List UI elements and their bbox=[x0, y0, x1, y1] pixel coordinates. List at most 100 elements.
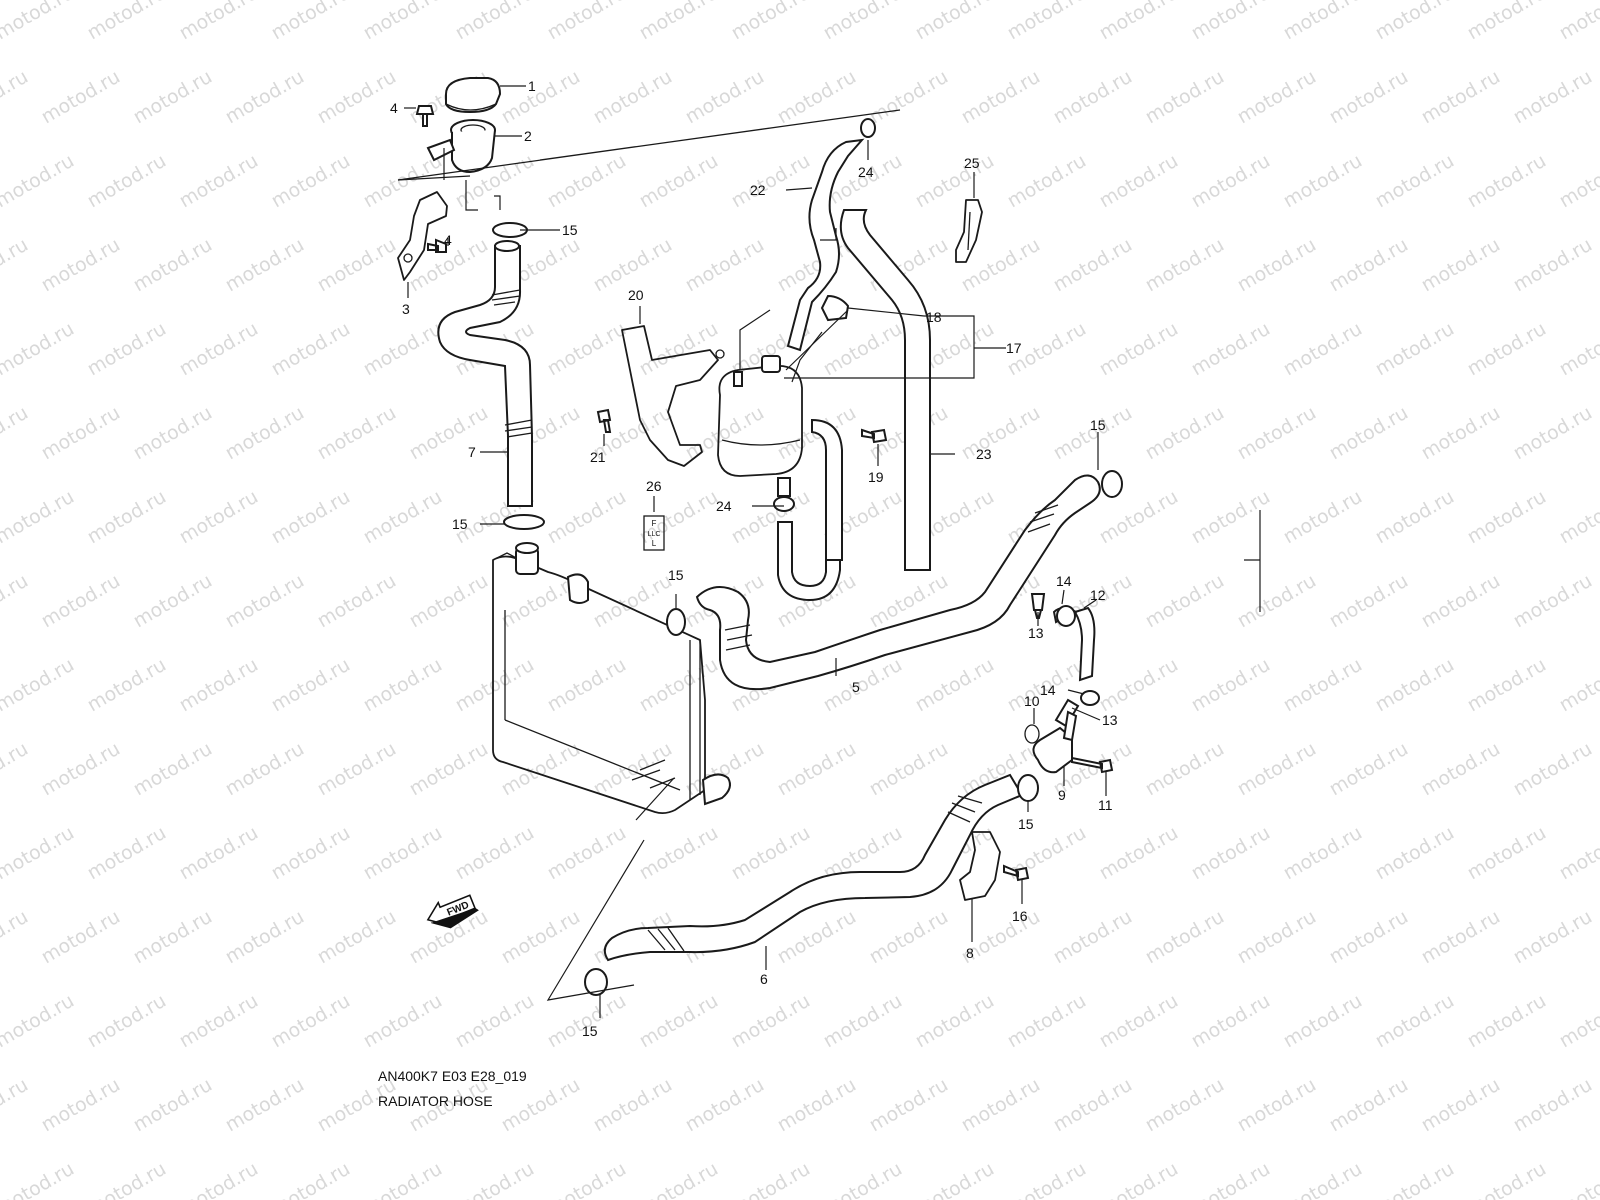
callout-c20: 20 bbox=[628, 287, 644, 303]
watermark-text: motod.ru bbox=[1142, 906, 1228, 969]
watermark-text: motod.ru bbox=[958, 1074, 1044, 1137]
watermark-text: motod.ru bbox=[866, 738, 952, 801]
radiator-inlet-hose bbox=[437, 240, 533, 507]
watermark-text: motod.ru bbox=[636, 822, 722, 885]
watermark-text: motod.ru bbox=[0, 486, 78, 549]
callout-c15b: 15 bbox=[452, 516, 468, 532]
watermark-text: motod.ru bbox=[176, 822, 262, 885]
watermark-text: motod.ru bbox=[130, 738, 216, 801]
watermark-text: motod.ru bbox=[1372, 822, 1458, 885]
watermark-text: motod.ru bbox=[774, 1074, 860, 1137]
watermark-text: motod.ru bbox=[1234, 906, 1320, 969]
watermark-text: motod.ru bbox=[176, 990, 262, 1053]
watermark-text: motod.ru bbox=[1326, 906, 1412, 969]
callout-c18: 18 bbox=[926, 309, 942, 325]
watermark-text: motod.ru bbox=[1004, 0, 1090, 44]
watermark-text: motod.ru bbox=[544, 0, 630, 44]
callout-c11: 11 bbox=[1098, 797, 1113, 813]
watermark-text: motod.ru bbox=[1280, 0, 1366, 44]
watermark-text: motod.ru bbox=[130, 906, 216, 969]
callout-c14a: 14 bbox=[1056, 573, 1072, 589]
watermark-text: motod.ru bbox=[728, 150, 814, 213]
callout-c17: 17 bbox=[1006, 340, 1022, 356]
watermark-text: motod.ru bbox=[0, 1074, 32, 1137]
bracket-20 bbox=[621, 325, 725, 467]
callout-c10: 10 bbox=[1024, 693, 1040, 709]
watermark-text: motod.ru bbox=[84, 822, 170, 885]
watermark-text: motod.ru bbox=[314, 906, 400, 969]
watermark-text: motod.ru bbox=[728, 990, 814, 1053]
diagram-code: AN400K7 E03 E28_019 bbox=[378, 1068, 527, 1084]
watermark-text: motod.ru bbox=[452, 1158, 538, 1200]
watermark-text: motod.ru bbox=[544, 654, 630, 717]
watermark-text: motod.ru bbox=[0, 66, 32, 129]
watermark-text: motod.ru bbox=[452, 0, 538, 44]
reference-lines bbox=[397, 109, 1261, 1001]
watermark-text: motod.ru bbox=[268, 654, 354, 717]
watermark-text: motod.ru bbox=[682, 66, 768, 129]
callout-c15a: 15 bbox=[562, 222, 578, 238]
watermark-text: motod.ru bbox=[590, 66, 676, 129]
watermark-text: motod.ru bbox=[1418, 234, 1504, 297]
watermark-text: motod.ru bbox=[84, 486, 170, 549]
callout-c24a: 24 bbox=[858, 164, 874, 180]
watermark-text: motod.ru bbox=[0, 402, 32, 465]
watermark-text: motod.ru bbox=[590, 1074, 676, 1137]
watermark-text: motod.ru bbox=[360, 318, 446, 381]
coolant-reservoir bbox=[717, 355, 803, 497]
watermark-text: motod.ru bbox=[820, 990, 906, 1053]
watermark-text: motod.ru bbox=[268, 1158, 354, 1200]
watermark-text: motod.ru bbox=[1280, 318, 1366, 381]
watermark-text: motod.ru bbox=[0, 1158, 78, 1200]
watermark-text: motod.ru bbox=[1188, 486, 1274, 549]
watermark-text: motod.ru bbox=[774, 66, 860, 129]
watermark-text: motod.ru bbox=[1510, 570, 1596, 633]
watermark-text: motod.ru bbox=[360, 822, 446, 885]
watermark-text: motod.ru bbox=[1510, 1074, 1596, 1137]
watermark-text: motod.ru bbox=[222, 402, 308, 465]
watermark-text: motod.ru bbox=[1280, 1158, 1366, 1200]
watermark-text: motod.ru bbox=[1142, 66, 1228, 129]
watermark-text: motod.ru bbox=[1234, 234, 1320, 297]
watermark-text: motod.ru bbox=[0, 318, 78, 381]
callout-c4b: 4 bbox=[444, 232, 452, 248]
filler-neck bbox=[426, 119, 496, 174]
watermark-text: motod.ru bbox=[1326, 234, 1412, 297]
callout-c13b: 13 bbox=[1102, 712, 1118, 728]
watermark-text: motod.ru bbox=[0, 150, 78, 213]
watermark-text: motod.ru bbox=[682, 1074, 768, 1137]
watermark-text: motod.ru bbox=[1004, 990, 1090, 1053]
watermark-text: motod.ru bbox=[866, 66, 952, 129]
watermark-text: motod.ru bbox=[84, 990, 170, 1053]
watermark-text: motod.ru bbox=[958, 402, 1044, 465]
watermark-text: motod.ru bbox=[1234, 66, 1320, 129]
watermark-text: motod.ru bbox=[268, 150, 354, 213]
watermark-text: motod.ru bbox=[406, 402, 492, 465]
callout-c3: 3 bbox=[402, 301, 410, 317]
bracket-3 bbox=[397, 191, 448, 281]
watermark-text: motod.ru bbox=[820, 1158, 906, 1200]
watermark-text: motod.ru bbox=[912, 0, 998, 44]
watermark-text: motod.ru bbox=[728, 486, 814, 549]
watermark-text: motod.ru bbox=[1372, 318, 1458, 381]
watermark-text: motod.ru bbox=[84, 654, 170, 717]
watermark-text: motod.ru bbox=[0, 906, 32, 969]
watermark-text: motod.ru bbox=[0, 822, 78, 885]
callout-c13a: 13 bbox=[1028, 625, 1044, 641]
watermark-text: motod.ru bbox=[1188, 654, 1274, 717]
watermark-text: motod.ru bbox=[498, 66, 584, 129]
radiator bbox=[492, 542, 731, 815]
watermark-text: motod.ru bbox=[1372, 0, 1458, 44]
watermark-text: motod.ru bbox=[130, 402, 216, 465]
watermark-text: motod.ru bbox=[682, 234, 768, 297]
watermark-text: motod.ru bbox=[866, 906, 952, 969]
watermark-text: motod.ru bbox=[452, 822, 538, 885]
watermark-text: motod.ru bbox=[498, 906, 584, 969]
callout-c16: 16 bbox=[1012, 908, 1028, 924]
watermark-text: motod.ru bbox=[636, 990, 722, 1053]
diagram-title: RADIATOR HOSE bbox=[378, 1093, 493, 1109]
watermark-text: motod.ru bbox=[912, 654, 998, 717]
watermark-text: motod.ru bbox=[1050, 66, 1136, 129]
reservoir-label-f: F bbox=[652, 519, 657, 528]
watermark-text: motod.ru bbox=[1096, 822, 1182, 885]
